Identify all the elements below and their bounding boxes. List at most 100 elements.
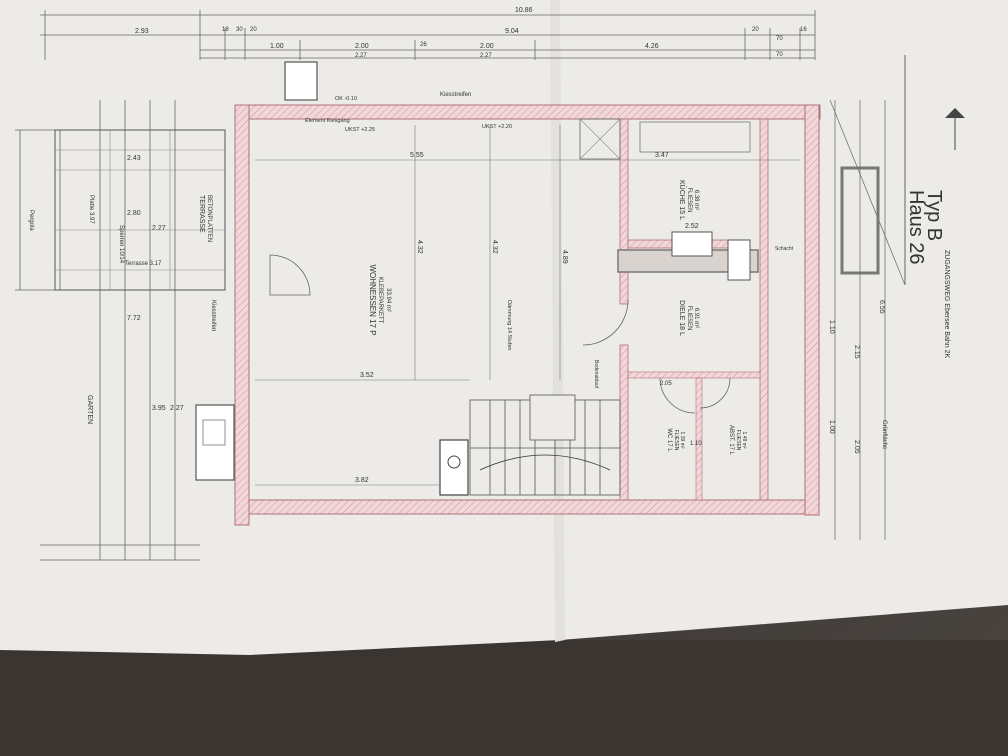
garten-label: GARTEN [86,395,93,424]
dim-left-243: 2.43 [127,155,141,162]
bodenablauf-label: Bodenablauf [593,360,599,389]
shaft-inner [202,419,226,446]
wc-door [659,377,696,414]
kitchen-cabinets [639,121,751,153]
sperren-label: Sperren 10/14 [118,225,124,264]
right-dimension-lines [834,100,886,540]
abst-area: 1.48 m² [741,432,747,449]
top-dimension-lines [40,10,816,60]
dim-sub-2: 2.27 [480,53,492,59]
kitchen-counter [579,118,621,160]
pergola-label: Pergola [28,210,34,231]
dim-352: 3.52 [360,372,374,379]
fridge-box [727,239,751,281]
abst-name: ABST. 17 L [728,425,734,456]
terrace-door [269,254,311,296]
room-label-abst: ABST. 17 L FLIESEN 1.48 m² [728,425,747,456]
element-kiesgang: Element Kiesgang [305,118,350,124]
chimney-block [439,439,469,496]
wc-name: WC 17 L [666,428,672,452]
terrace-width-label: Terrasse 3.17 [125,261,162,267]
dim-seg-3: 2.00 [480,43,494,50]
access-road: ZUGANGSWEG Ebersee Bahn 2K [943,250,950,358]
kiesstreifen-left: Kiesstreifen [210,300,216,331]
dim-small-18: 18 [222,27,229,33]
paper-fold [550,0,565,642]
light-shaft-top [284,61,318,101]
dim-left-280: 2.80 [127,210,141,217]
dim-small-30: 30 [236,27,243,33]
dim-555: 5.55 [410,152,424,159]
dim-right-110: 1.10 [828,320,835,334]
dim-left-395: 3.95 [152,405,166,412]
building-walls [234,104,821,526]
dim-left-227b: 2.27 [170,405,184,412]
dim-252: 2.52 [685,223,699,230]
room-label-diele: DIELE 18 L FLIESEN 6.91 m² [678,300,699,336]
dim-432a: 4.32 [416,240,423,254]
wohnessen-name: WOHNESSEN 17 P [368,264,377,335]
dim-small-16: 16 [800,27,807,33]
diagonal-path [829,99,906,286]
schacht-label: Schacht [775,246,794,252]
dim-right-655: 6.55 [878,300,885,314]
dim-left-772: 7.72 [127,315,141,322]
dim-110: 1.10 [690,441,702,447]
table-grain [0,640,1008,756]
north-arrow-icon [945,108,965,118]
room-label-wc: WC 17 L FLIESEN 1.39 m² [666,428,685,452]
light-shaft-left [195,404,235,481]
total-width-label: 10.86 [515,7,533,14]
abst-door [699,377,731,409]
abst-detail: FLIESEN [735,430,741,451]
dim-seg-4: 4.26 [645,43,659,50]
ok-label: OK -0.10 [335,96,357,102]
dim-seg-2: 2.00 [355,43,369,50]
title-block: Haus 26 Typ B ZUGANGSWEG Ebersee Bahn 2K [905,190,950,358]
dim-489: 4.89 [561,250,568,264]
dim-small-70: 70 [776,36,783,42]
dim-left-227: 2.27 [152,225,166,232]
stair-note: Dämmung 14 Stufen [506,300,512,350]
ukst-label-2: UKST +2.20 [482,124,512,130]
dim-382: 3.82 [355,477,369,484]
dim-347: 3.47 [655,152,669,159]
kueche-detail: FLIESEN [686,187,692,212]
dim-205: 2.05 [660,381,672,387]
kueche-name: KÜCHE 15 L [678,180,686,220]
house-title: Haus 26 [905,190,927,265]
staircase [469,394,621,496]
dim-small-20b: 20 [752,27,759,33]
gruenflaeche-label: Grünfläche [881,420,887,450]
wc-area: 1.39 m² [679,432,685,449]
kueche-area: 6.38 m² [693,190,699,210]
chimney-flue [447,455,461,469]
interior-dimension-lines [255,125,800,486]
kiesstreifen-top: Kiesstreifen [440,92,471,98]
dim-small-20: 20 [250,27,257,33]
dim-small-70b: 70 [776,52,783,58]
terrace-room-name: TERRASSE [198,195,205,233]
kitchen-sink [671,231,713,257]
terrace-pergola [54,129,226,291]
dim-right-205: 2.05 [853,440,860,454]
platte-label: Platte 3.97 [88,195,94,224]
wohnessen-detail: KLEBEPARKETT [377,277,383,324]
dim-432b: 4.32 [491,240,498,254]
diele-name: DIELE 18 L [678,300,685,336]
dim-left-top: 2.93 [135,28,149,35]
dim-small-26: 26 [420,42,427,48]
terrace-room-detail: BETONPLATTEN [206,195,212,242]
wc-detail: FLIESEN [673,430,679,451]
dim-sub-1: 2.27 [355,53,367,59]
house-type: Typ B [923,190,945,241]
diele-detail: FLIESEN [686,305,692,330]
dim-right-215: 2.15 [853,345,860,359]
left-dimension-lines [15,100,200,561]
dim-seg-1: 1.00 [270,43,284,50]
dim-mid-top: 9.04 [505,28,519,35]
diele-door [582,299,629,346]
ukst-label-1: UKST +2.25 [345,127,375,133]
paper-sheet [0,0,1008,655]
